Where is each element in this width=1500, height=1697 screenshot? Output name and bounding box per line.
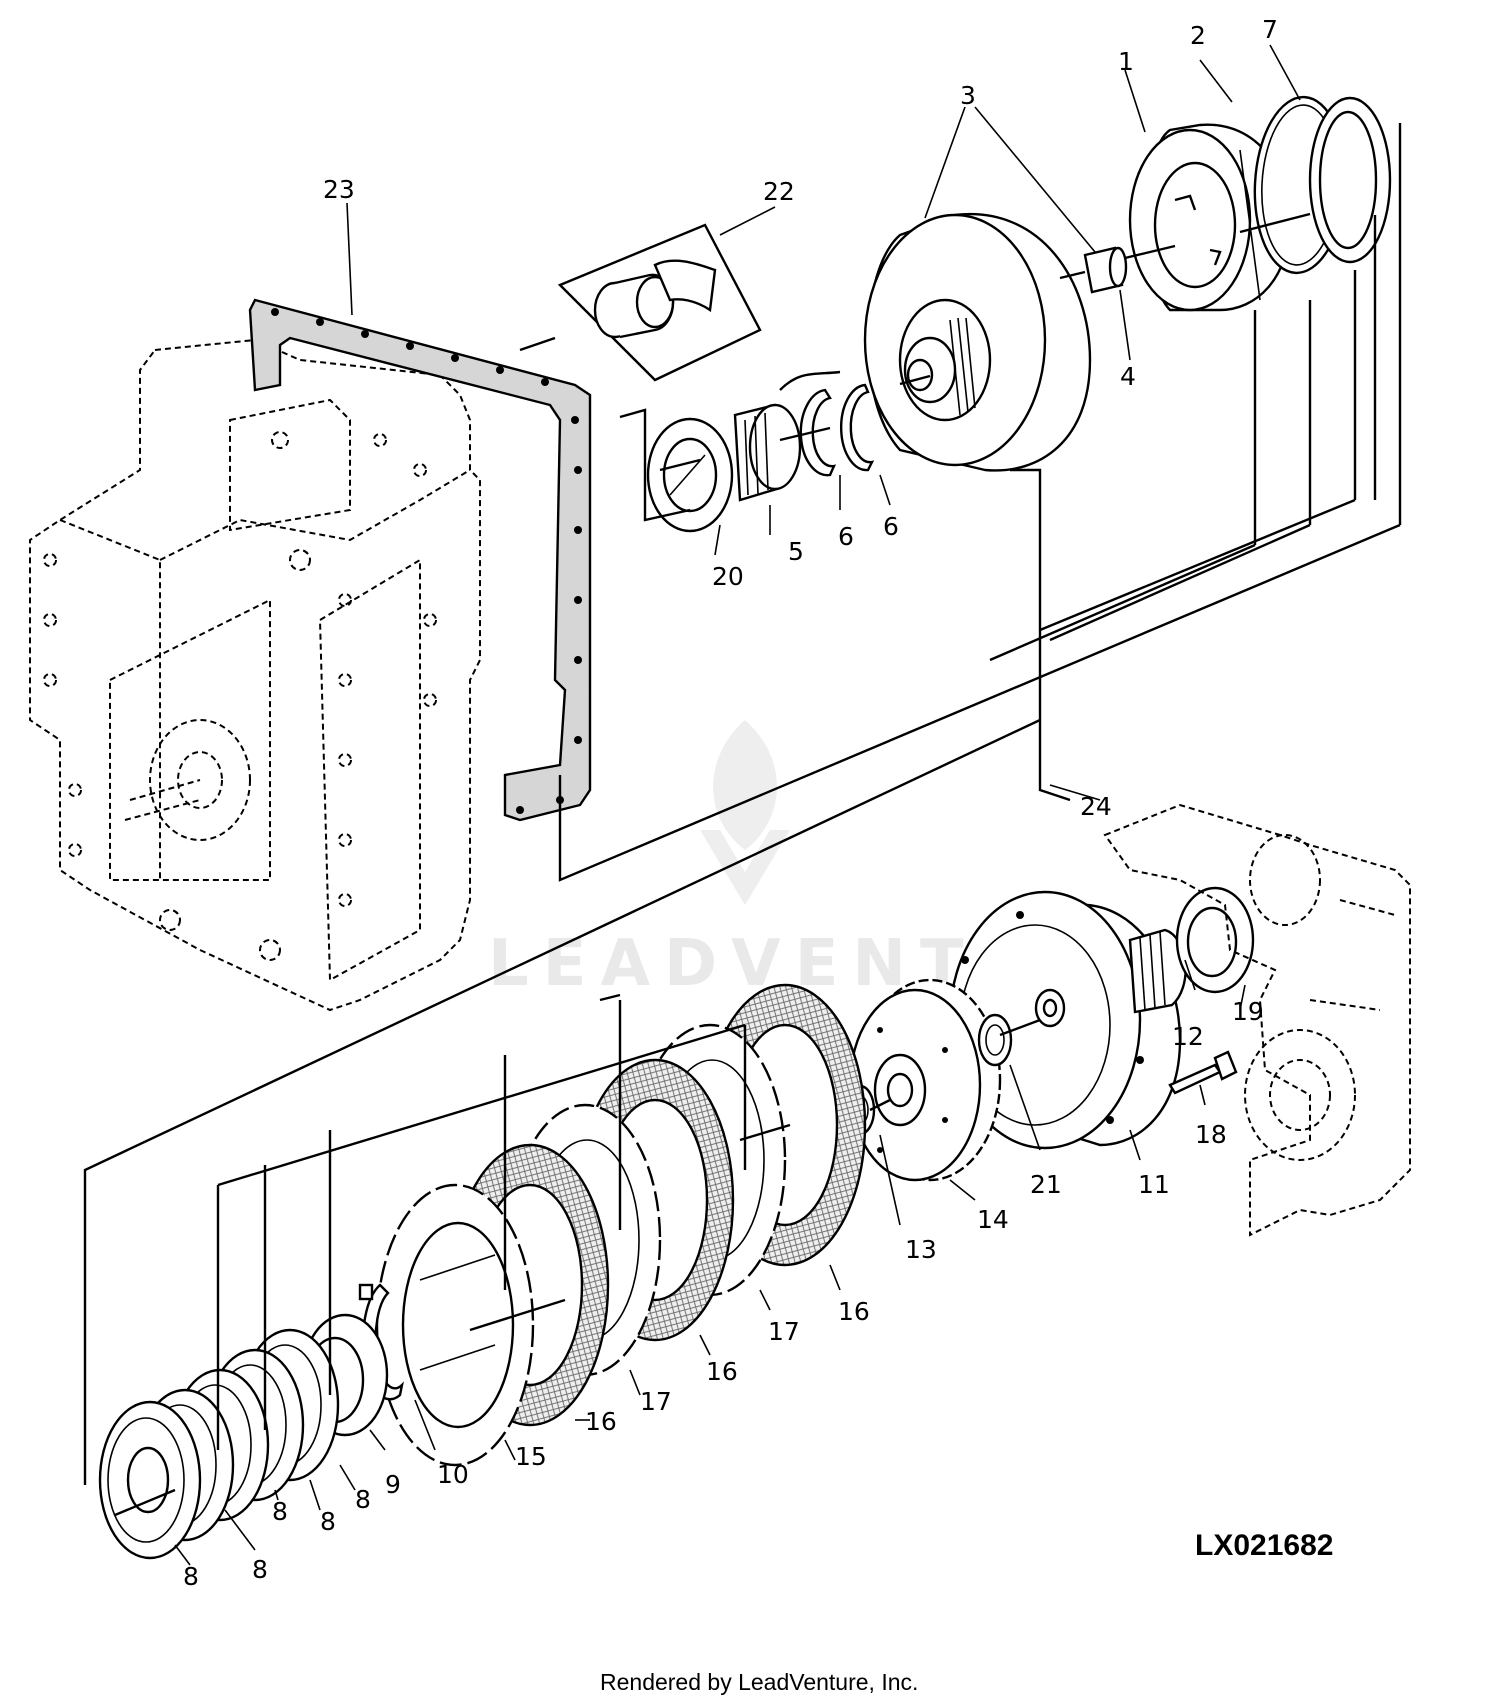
- callouts: 23 22 3 1 2 7 4 5 6 6 20 24 19 12 18 11 …: [183, 15, 1278, 1591]
- snap-rings-6: [779, 370, 875, 477]
- belleville-springs-8: [98, 1328, 340, 1560]
- gear-hub-14: [848, 978, 1002, 1182]
- callout-8b: 8: [320, 1507, 336, 1536]
- valve-assembly-22: [557, 223, 762, 382]
- callout-5: 5: [788, 537, 804, 566]
- callout-19: 19: [1232, 997, 1264, 1026]
- thrust-washer-21: [977, 1013, 1013, 1067]
- axis-line-top: [519, 212, 1311, 472]
- callout-16a: 16: [838, 1297, 870, 1326]
- figure-id: LX021682: [1195, 1529, 1333, 1562]
- callout-4: 4: [1120, 362, 1136, 391]
- rear-housing: [1103, 803, 1411, 1237]
- bolt-18: [1168, 1050, 1238, 1095]
- callout-12: 12: [1172, 1022, 1204, 1051]
- callout-23: 23: [323, 175, 355, 204]
- callout-8a: 8: [355, 1485, 371, 1514]
- bearing-cup-20: [646, 417, 734, 533]
- pin-4: [1083, 246, 1128, 294]
- transmission-housing: [29, 338, 481, 1012]
- callout-3: 3: [960, 81, 976, 110]
- footer-credit: Rendered by LeadVenture, Inc.: [600, 1669, 918, 1695]
- callout-16c: 16: [585, 1407, 617, 1436]
- callout-14: 14: [977, 1205, 1009, 1234]
- callout-8c: 8: [272, 1497, 288, 1526]
- callout-11: 11: [1138, 1170, 1170, 1199]
- callout-17a: 17: [768, 1317, 800, 1346]
- callout-22: 22: [763, 177, 795, 206]
- bearing-cone-5: [733, 403, 802, 502]
- callout-13: 13: [905, 1235, 937, 1264]
- callout-15: 15: [515, 1442, 547, 1471]
- leader-lines: [174, 44, 1301, 1566]
- callout-8d: 8: [183, 1562, 199, 1591]
- callout-7: 7: [1262, 15, 1278, 44]
- callout-6b: 6: [883, 512, 899, 541]
- callout-16b: 16: [706, 1357, 738, 1386]
- pressure-plate-15: [375, 1183, 535, 1467]
- callout-17b: 17: [640, 1387, 672, 1416]
- bearing-cup-19: [1175, 886, 1255, 994]
- callout-21: 21: [1030, 1170, 1062, 1199]
- callout-6a: 6: [838, 522, 854, 551]
- callout-20: 20: [712, 562, 744, 591]
- callout-18: 18: [1195, 1120, 1227, 1149]
- callout-24: 24: [1080, 792, 1112, 821]
- piston-1: [1128, 123, 1292, 312]
- reference-brackets: [83, 123, 1402, 1485]
- seal-7: [1308, 96, 1392, 264]
- callout-9: 9: [385, 1470, 401, 1499]
- housing-3: [863, 212, 1092, 472]
- callout-2: 2: [1190, 21, 1206, 50]
- axis-line-bottom: [114, 1018, 1041, 1517]
- callout-1: 1: [1118, 47, 1134, 76]
- callout-10: 10: [437, 1460, 469, 1489]
- callout-8e: 8: [252, 1555, 268, 1584]
- gasket-23: [248, 298, 592, 822]
